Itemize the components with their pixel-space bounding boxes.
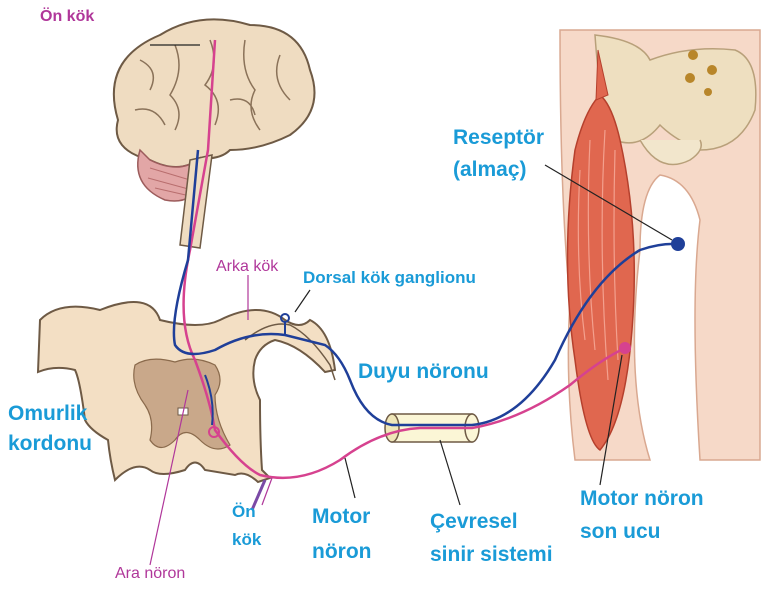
label-omurlik-2: kordonu [8, 432, 92, 456]
motor-end-plate-dot [619, 342, 631, 354]
label-motor-son-2: son ucu [580, 520, 661, 544]
label-on-kok-bottom-1: Ön [232, 502, 256, 522]
label-motor-son-1: Motor nöron [580, 487, 704, 511]
label-motor-noron-1: Motor [312, 505, 370, 529]
label-dorsal-kok-ganglionu: Dorsal kök ganglionu [303, 268, 476, 288]
receptor-dot [671, 237, 685, 251]
pelvis-bone [595, 35, 756, 150]
label-cevresel-2: sinir sistemi [430, 543, 553, 567]
label-arka-kok: Arka kök [216, 258, 278, 276]
label-on-kok-bottom-2: kök [232, 530, 261, 550]
label-omurlik-1: Omurlik [8, 402, 87, 426]
label-cevresel-1: Çevresel [430, 510, 518, 534]
label-duyu-noronu: Duyu nöronu [358, 360, 489, 384]
label-reseptor-2: (almaç) [453, 158, 527, 182]
label-ara-noron: Ara nöron [115, 565, 185, 583]
label-on-kok-top: Ön kök [40, 8, 94, 26]
label-motor-noron-2: nöron [312, 540, 371, 564]
label-reseptor-1: Reseptör [453, 126, 544, 150]
